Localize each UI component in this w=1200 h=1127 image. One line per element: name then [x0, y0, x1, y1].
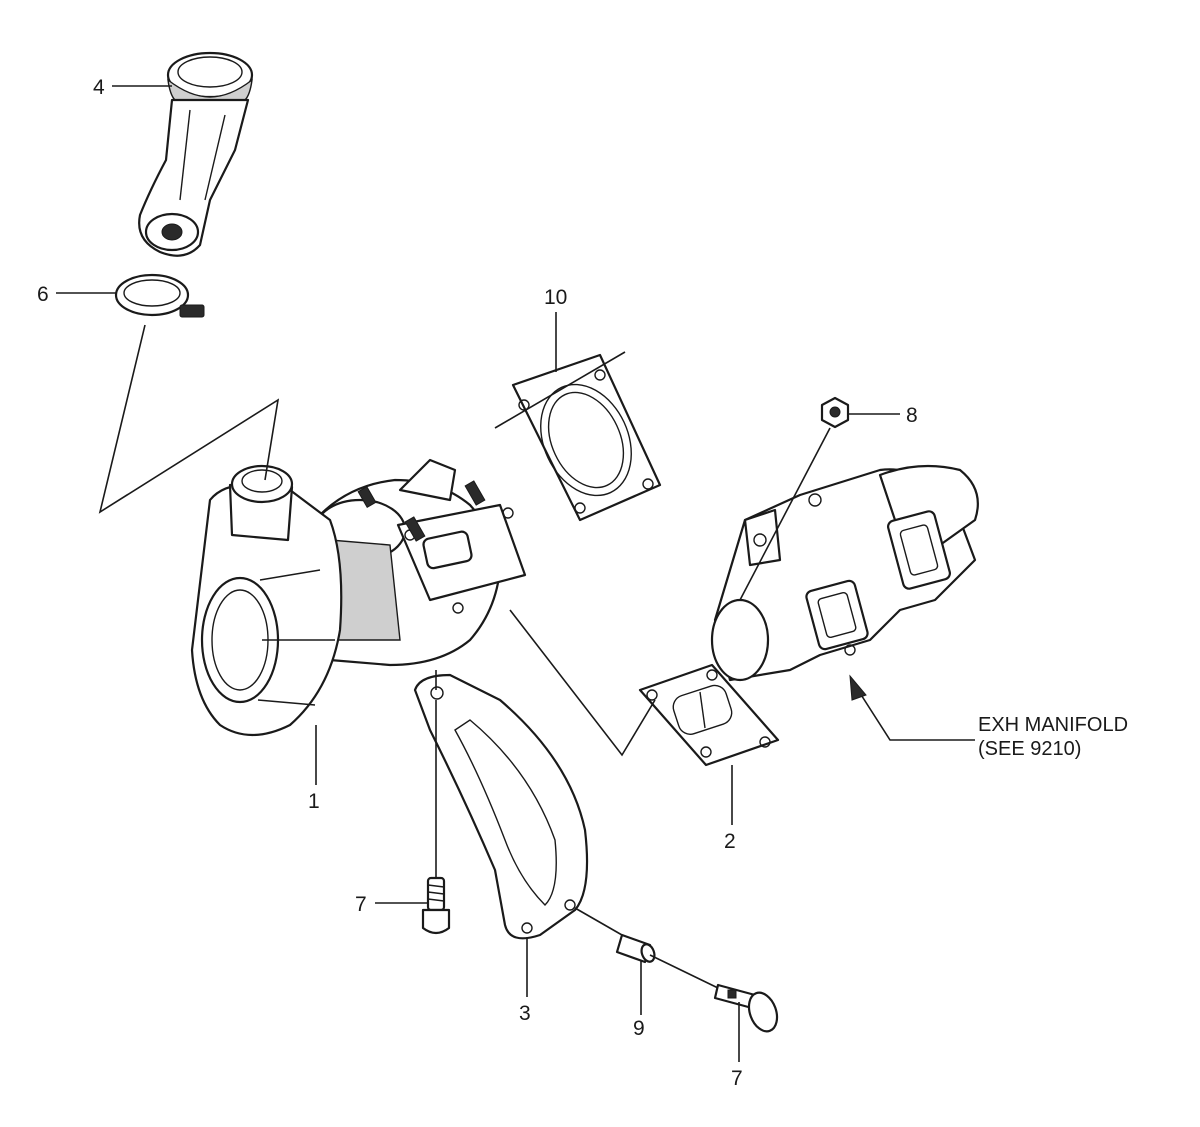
svg-text:2: 2 [724, 830, 736, 853]
note-line-2: (SEE 9210) [978, 738, 1081, 760]
exh-manifold-note: EXH MANIFOLD (SEE 9210) [978, 714, 1128, 760]
svg-text:4: 4 [93, 76, 105, 99]
callout-6: 6 [37, 283, 116, 306]
part-8-nut [820, 396, 850, 429]
part-1-turbocharger [190, 458, 527, 736]
assembly-lines [98, 324, 975, 989]
part-9-spacer [615, 933, 656, 964]
callout-7-right: 7 [731, 1002, 743, 1090]
callout-10: 10 [544, 286, 567, 372]
part-4-intake-elbow [138, 51, 254, 257]
svg-text:7: 7 [731, 1067, 743, 1090]
callout-9: 9 [633, 960, 645, 1040]
part-6-hose-clamp [114, 273, 205, 318]
note-line-1: EXH MANIFOLD [978, 714, 1128, 736]
callout-4: 4 [93, 76, 172, 99]
svg-text:1: 1 [308, 790, 320, 813]
svg-text:7: 7 [355, 893, 367, 916]
svg-text:3: 3 [519, 1002, 531, 1025]
callout-3: 3 [519, 937, 531, 1025]
callout-1: 1 [308, 725, 320, 813]
part-3-support-bracket [413, 673, 589, 940]
callout-7-left: 7 [355, 893, 428, 916]
svg-text:9: 9 [633, 1017, 645, 1040]
callout-8: 8 [848, 404, 918, 427]
svg-text:10: 10 [544, 286, 567, 309]
svg-text:6: 6 [37, 283, 49, 306]
part-7-bolt-left [421, 876, 451, 935]
svg-text:8: 8 [906, 404, 918, 427]
exhaust-manifold [710, 464, 979, 682]
part-10-gasket [511, 353, 662, 522]
callout-2: 2 [724, 765, 736, 853]
part-7-bolt-right [713, 983, 779, 1033]
part-2-gasket [638, 663, 780, 767]
